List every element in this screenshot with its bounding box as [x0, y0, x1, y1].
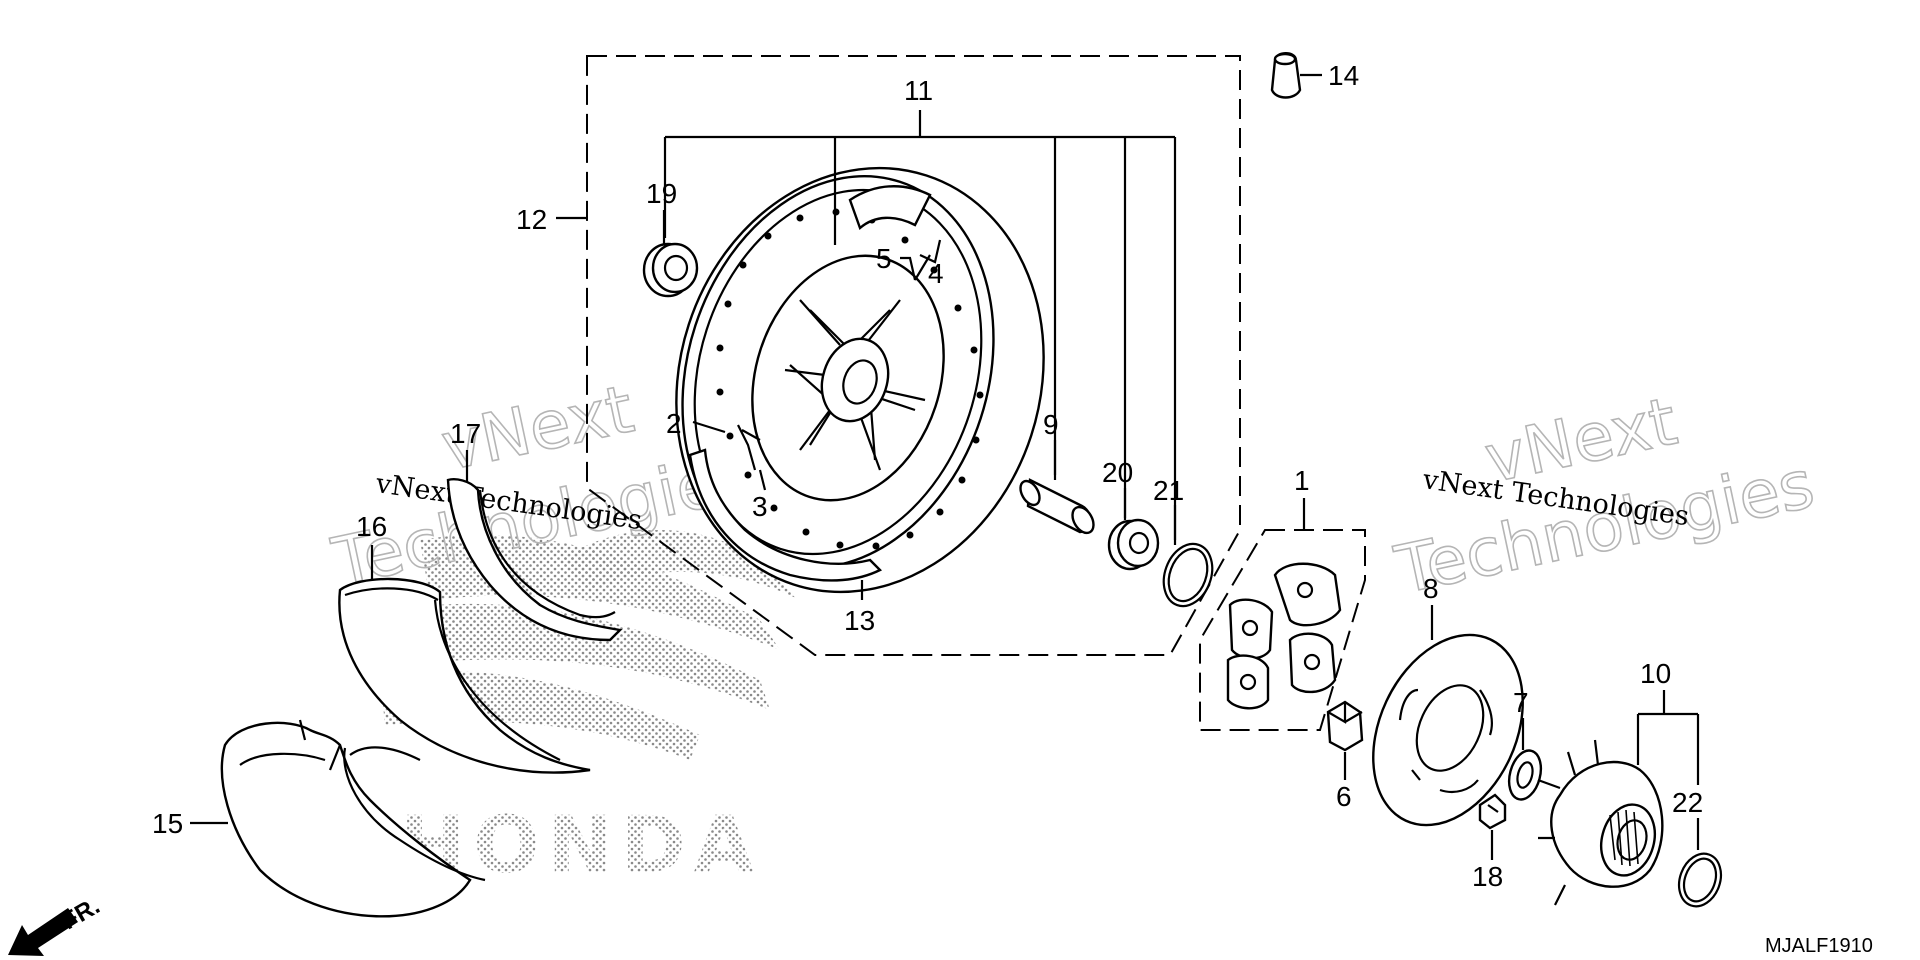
callout-11: 11 [904, 75, 933, 106]
callout-14: 14 [1328, 60, 1359, 91]
callout-3: 3 [752, 491, 768, 522]
callout-2: 2 [666, 408, 682, 439]
rim-band-17 [446, 478, 623, 642]
honda-wing-logo: HONDA [380, 530, 800, 891]
tire-15 [220, 719, 486, 918]
callout-16: 16 [356, 511, 387, 542]
distance-collar-9 [1019, 478, 1095, 535]
callout-19: 19 [646, 178, 677, 209]
o-ring-21 [1162, 542, 1214, 608]
o-ring-22 [1677, 852, 1723, 908]
callout-6: 6 [1336, 781, 1352, 812]
callout-5: 5 [876, 243, 892, 274]
balance-weight [919, 239, 942, 264]
callout-1: 1 [1294, 465, 1310, 496]
callout-9: 9 [1043, 409, 1059, 440]
tube-16 [338, 577, 591, 774]
rear-wheel-rim [675, 166, 1045, 594]
callout-22: 22 [1672, 787, 1703, 818]
diagram-code: MJALF1910 [1765, 935, 1873, 957]
valve-stem [737, 424, 761, 471]
callout-13: 13 [844, 605, 875, 636]
callout-21: 21 [1153, 475, 1184, 506]
washer-7 [1507, 749, 1543, 801]
bearing-20 [1107, 518, 1160, 571]
callout-12: 12 [516, 204, 547, 235]
callout-7: 7 [1513, 687, 1529, 718]
assembly-boundary-wheel [586, 55, 1241, 656]
damper-rubbers-1 [1226, 562, 1342, 710]
bolt-18 [1478, 793, 1507, 830]
callout-4: 4 [928, 258, 944, 289]
callout-8: 8 [1423, 573, 1439, 604]
callout-18: 18 [1472, 861, 1503, 892]
front-direction-arrow-icon: FR. [8, 892, 104, 956]
collar-6 [1326, 700, 1364, 752]
leader-lines [190, 73, 1700, 860]
callout-15: 15 [152, 808, 183, 839]
bearing-19 [642, 242, 699, 298]
callout-17: 17 [450, 418, 481, 449]
sprocket-flange-8 [1372, 633, 1524, 827]
callout-10: 10 [1640, 658, 1671, 689]
valve-cap-14 [1270, 52, 1302, 99]
assembly-boundary-damper [1199, 529, 1366, 731]
callout-20: 20 [1102, 457, 1133, 488]
final-driven-flange-10 [1537, 739, 1664, 906]
